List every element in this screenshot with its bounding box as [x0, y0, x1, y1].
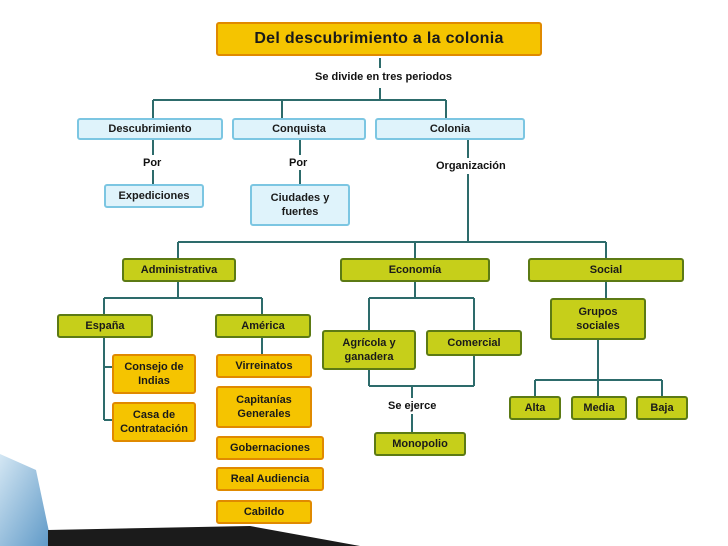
- connector-economia: [368, 282, 475, 330]
- admin-gobernaciones: Gobernaciones: [216, 436, 324, 460]
- connector-economia-join: [368, 356, 475, 432]
- period-conquista: Conquista: [232, 118, 366, 140]
- econ-monopolio: Monopolio: [374, 432, 466, 456]
- connector-title-periods: [152, 58, 447, 118]
- admin-espana: España: [57, 314, 153, 338]
- org-administrativa: Administrativa: [122, 258, 236, 282]
- admin-cabildo: Cabildo: [216, 500, 312, 524]
- org-social: Social: [528, 258, 684, 282]
- label-por-1: Por: [143, 157, 162, 169]
- label-divide: Se divide en tres periodos: [315, 71, 452, 83]
- admin-audiencia: Real Audiencia: [216, 467, 324, 491]
- econ-agricola: Agrícola y ganadera: [322, 330, 416, 370]
- period-descubrimiento: Descubrimiento: [77, 118, 223, 140]
- label-se-ejerce: Se ejerce: [388, 400, 437, 412]
- admin-capitanias: Capitanías Generales: [216, 386, 312, 428]
- connector-administrativa: [103, 282, 263, 314]
- admin-america: América: [215, 314, 311, 338]
- label-por-2: Por: [289, 157, 308, 169]
- admin-virreinatos: Virreinatos: [216, 354, 312, 378]
- social-media: Media: [571, 396, 627, 420]
- org-economia: Economía: [340, 258, 490, 282]
- connector-espana: [103, 338, 112, 421]
- social-baja: Baja: [636, 396, 688, 420]
- label-organizacion: Organización: [436, 160, 506, 172]
- admin-consejo: Consejo de Indias: [112, 354, 196, 394]
- econ-comercial: Comercial: [426, 330, 522, 356]
- connector-organization: [177, 241, 607, 258]
- item-expediciones: Expediciones: [104, 184, 204, 208]
- connector-social: [534, 282, 663, 396]
- title-box: Del descubrimiento a la colonia: [216, 22, 542, 56]
- social-grupos: Grupos sociales: [550, 298, 646, 340]
- social-alta: Alta: [509, 396, 561, 420]
- admin-casa: Casa de Contratación: [112, 402, 196, 442]
- period-colonia: Colonia: [375, 118, 525, 140]
- item-ciudades: Ciudades y fuertes: [250, 184, 350, 226]
